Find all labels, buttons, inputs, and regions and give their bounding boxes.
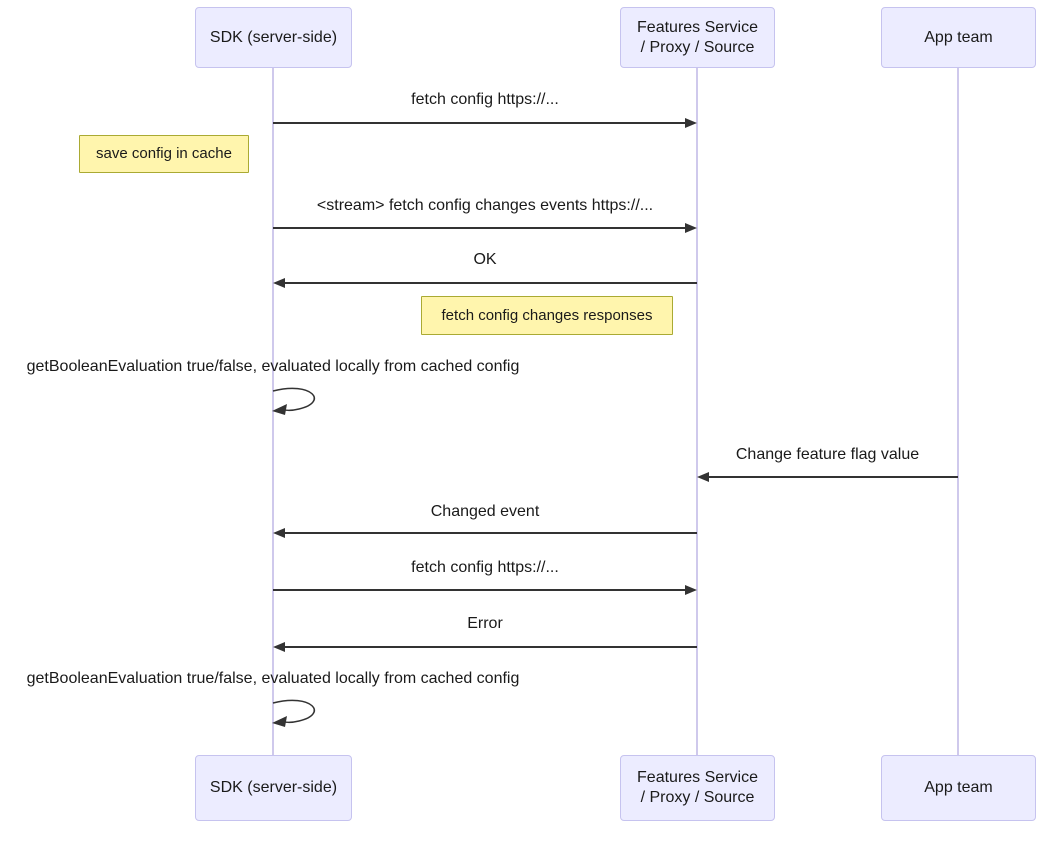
actor-label: App team xyxy=(924,28,993,46)
message-label: fetch config https://... xyxy=(411,559,559,576)
message-label: OK xyxy=(473,251,497,268)
note: save config in cache xyxy=(79,135,249,173)
message-line xyxy=(273,122,687,124)
self-loop-arrow xyxy=(272,698,330,737)
message-label: fetch config https://... xyxy=(411,91,559,108)
arrowhead-icon xyxy=(273,278,285,288)
message-line xyxy=(273,589,687,591)
note: fetch config changes responses xyxy=(421,296,673,335)
loop-arrow-icon xyxy=(272,699,315,727)
arrowhead-icon xyxy=(685,223,697,233)
actor-label: / Proxy / Source xyxy=(640,38,755,56)
note-text: fetch config changes responses xyxy=(441,306,653,324)
actor-top-features: Features Service / Proxy / Source xyxy=(620,7,775,68)
actor-label: / Proxy / Source xyxy=(640,789,755,806)
loop-arrow-icon xyxy=(272,387,315,415)
note-text: save config in cache xyxy=(96,145,232,162)
arrowhead-icon xyxy=(685,585,697,595)
actor-bottom-sdk: SDK (server-side) xyxy=(195,755,352,821)
actor-bottom-app: App team xyxy=(881,755,1036,821)
actor-label: SDK (server-side) xyxy=(209,28,338,46)
actor-label: App team xyxy=(924,779,993,796)
message-label: <stream> fetch config changes events htt… xyxy=(316,197,654,214)
self-message-label: getBooleanEvaluation true/false, evaluat… xyxy=(26,670,520,687)
message-line xyxy=(283,532,697,534)
lifeline-sdk xyxy=(272,68,274,756)
message-line xyxy=(283,646,697,648)
message-line xyxy=(283,282,697,284)
actor-label: Features Service xyxy=(637,769,758,786)
message-line xyxy=(707,476,958,478)
actor-top-app: App team xyxy=(881,7,1036,68)
message-label: Change feature flag value xyxy=(735,446,920,463)
actor-bottom-features: Features Service / Proxy / Source xyxy=(620,755,775,821)
actor-label: SDK (server-side) xyxy=(209,779,338,796)
message-label: Changed event xyxy=(430,503,540,520)
lifeline-features xyxy=(696,68,698,756)
arrowhead-icon xyxy=(685,118,697,128)
message-label: Error xyxy=(467,615,503,632)
arrowhead-icon xyxy=(273,528,285,538)
lifeline-app xyxy=(957,68,959,756)
self-loop-arrow xyxy=(272,386,330,425)
message-line xyxy=(273,227,687,229)
self-message-label: getBooleanEvaluation true/false, evaluat… xyxy=(26,358,520,375)
actor-top-sdk: SDK (server-side) xyxy=(195,7,352,68)
arrowhead-icon xyxy=(273,642,285,652)
arrowhead-icon xyxy=(697,472,709,482)
actor-label: Features Service xyxy=(637,18,758,36)
